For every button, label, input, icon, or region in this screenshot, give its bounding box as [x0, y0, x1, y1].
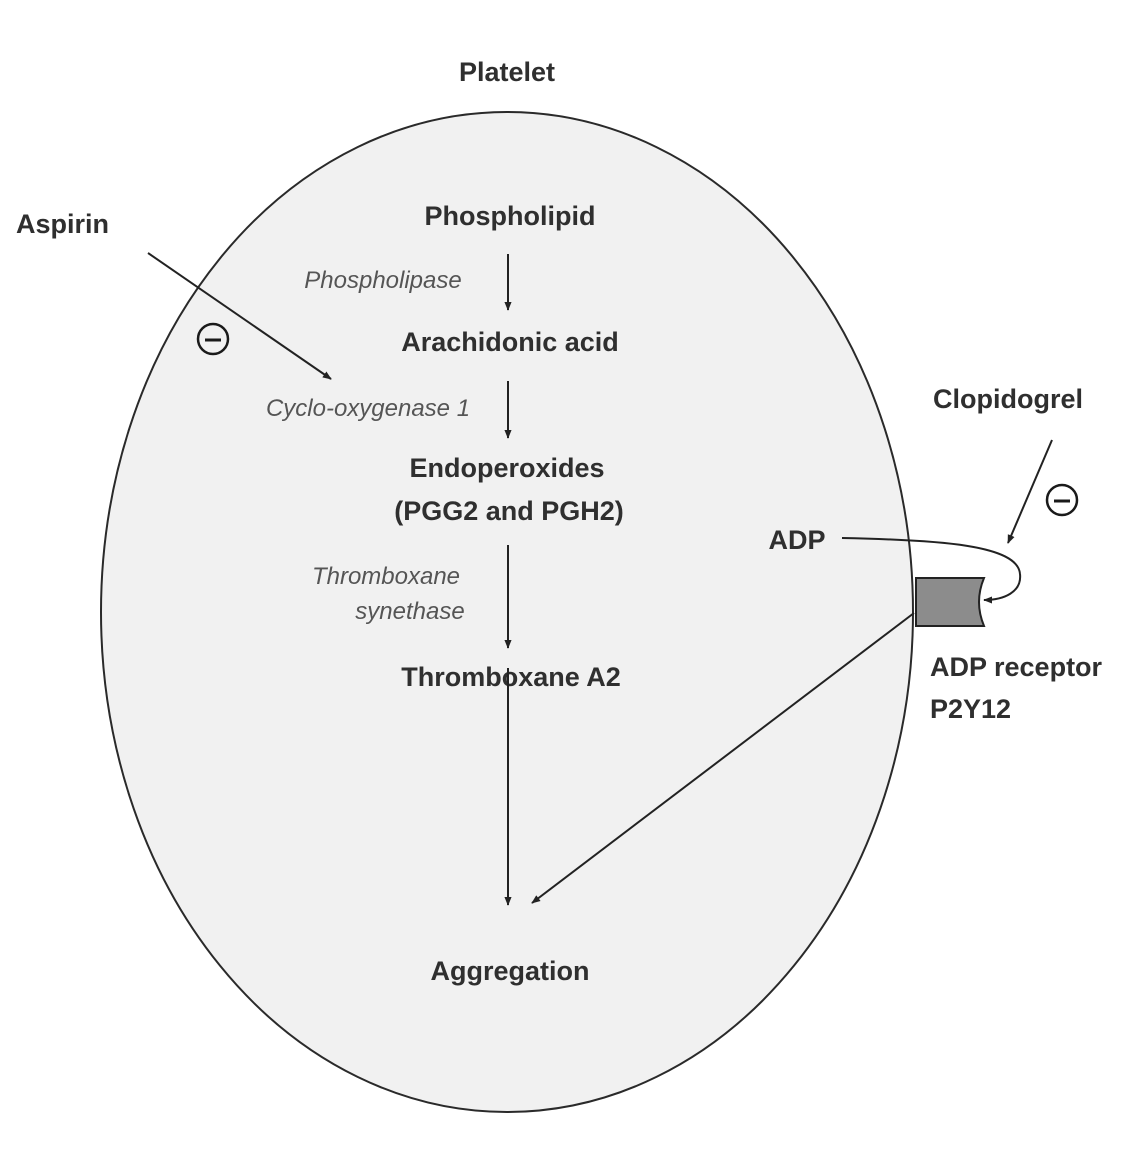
thromboxane-synthase-label-line1: Thromboxane — [312, 563, 460, 590]
thromboxane-a2-label: Thromboxane A2 — [401, 662, 621, 692]
thromboxane-synthase-label-line2: synethase — [355, 598, 464, 625]
phospholipase-enzyme-label: Phospholipase — [304, 267, 461, 294]
adp-label: ADP — [768, 525, 825, 555]
aspirin-label: Aspirin — [16, 209, 109, 239]
endoperoxides-subtitle: (PGG2 and PGH2) — [394, 496, 624, 526]
receptor-to-aggregation-arrow — [531, 612, 915, 904]
aggregation-label: Aggregation — [431, 956, 590, 986]
adp-binding-arrow — [841, 537, 1022, 604]
clopidogrel-inhibition-arrow — [1007, 439, 1053, 544]
endoperoxides-label: Endoperoxides — [409, 453, 604, 483]
phospholipid-label: Phospholipid — [425, 201, 596, 231]
arachidonic-acid-label: Arachidonic acid — [401, 327, 619, 357]
clopidogrel-label: Clopidogrel — [933, 384, 1083, 414]
cox1-enzyme-label: Cyclo-oxygenase 1 — [266, 395, 470, 422]
p2y12-label: P2Y12 — [930, 694, 1011, 724]
adp-receptor-label: ADP receptor — [930, 652, 1103, 682]
clopidogrel-inhibition-icon — [1045, 483, 1079, 517]
platelet-title: Platelet — [459, 57, 555, 87]
aspirin-inhibition-icon — [196, 322, 230, 356]
aspirin-inhibition-arrow — [147, 252, 332, 380]
adp-receptor-p2y12-shape — [915, 577, 986, 627]
